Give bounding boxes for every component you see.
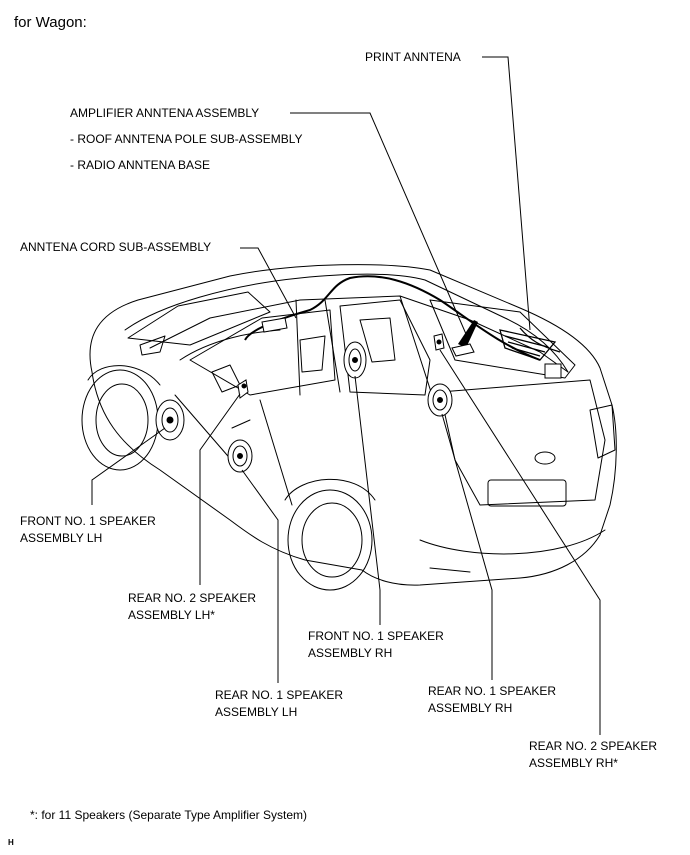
front-speaker-rh-label: FRONT NO. 1 SPEAKER ASSEMBLY RH xyxy=(308,629,444,660)
leader-rear1-speaker-lh xyxy=(241,469,279,683)
rear1-speaker-lh-label: REAR NO. 1 SPEAKER ASSEMBLY LH xyxy=(215,688,344,719)
antenna-pole-icon xyxy=(458,320,478,348)
leader-antenna-cord xyxy=(240,247,297,319)
print-antenna-grid xyxy=(499,327,561,361)
license-plate-outline xyxy=(487,479,567,507)
leader-front-speaker-rh xyxy=(354,375,381,625)
rear2-speaker-rh-label: REAR NO. 2 SPEAKER ASSEMBLY RH* xyxy=(529,739,658,770)
radio-base-label: - RADIO ANNTENA BASE xyxy=(70,158,211,172)
rear-window-outline xyxy=(429,299,576,379)
leader-rear2-speaker-lh xyxy=(199,393,241,585)
leader-print-antenna xyxy=(482,56,531,331)
front-speaker-lh-icon xyxy=(155,399,185,441)
leader-lines xyxy=(91,56,601,735)
rear2-speaker-rh-icon xyxy=(433,333,445,351)
leader-rear2-speaker-rh xyxy=(439,349,601,735)
rear2-speaker-lh-label: REAR NO. 2 SPEAKER ASSEMBLY LH* xyxy=(128,591,257,622)
car-body-outline xyxy=(89,264,617,586)
roof-pole-label: - ROOF ANNTENA POLE SUB-ASSEMBLY xyxy=(70,132,303,146)
amplifier-antenna-label: AMPLIFIER ANNTENA ASSEMBLY xyxy=(70,106,260,120)
front-wheel-outline xyxy=(81,369,159,471)
rear2-speaker-lh-icon xyxy=(237,379,249,399)
print-antenna-label: PRINT ANNTENA xyxy=(365,50,461,64)
rear1-speaker-rh-icon xyxy=(427,383,453,417)
windshield-outline xyxy=(127,291,271,346)
figure-code: H xyxy=(8,838,14,847)
front-speaker-lh-label: FRONT NO. 1 SPEAKER ASSEMBLY LH xyxy=(20,514,156,545)
leader-rear1-speaker-rh xyxy=(441,413,493,680)
rear-wheel-outline xyxy=(287,489,373,591)
rear1-speaker-rh-label: REAR NO. 1 SPEAKER ASSEMBLY RH xyxy=(428,684,557,715)
car-roof-outline xyxy=(124,273,569,373)
rear1-speaker-lh-icon xyxy=(227,439,253,473)
antenna-cord xyxy=(244,275,541,361)
antenna-cord-label: ANNTENA CORD SUB-ASSEMBLY xyxy=(20,240,212,254)
leader-amplifier-antenna xyxy=(290,112,467,335)
side-mirror-outline xyxy=(139,335,166,356)
diagram-heading: for Wagon: xyxy=(14,14,87,31)
footnote: *: for 11 Speakers (Separate Type Amplif… xyxy=(30,808,308,822)
front-speaker-rh-icon xyxy=(343,341,367,379)
leader-front-speaker-lh xyxy=(91,427,166,505)
